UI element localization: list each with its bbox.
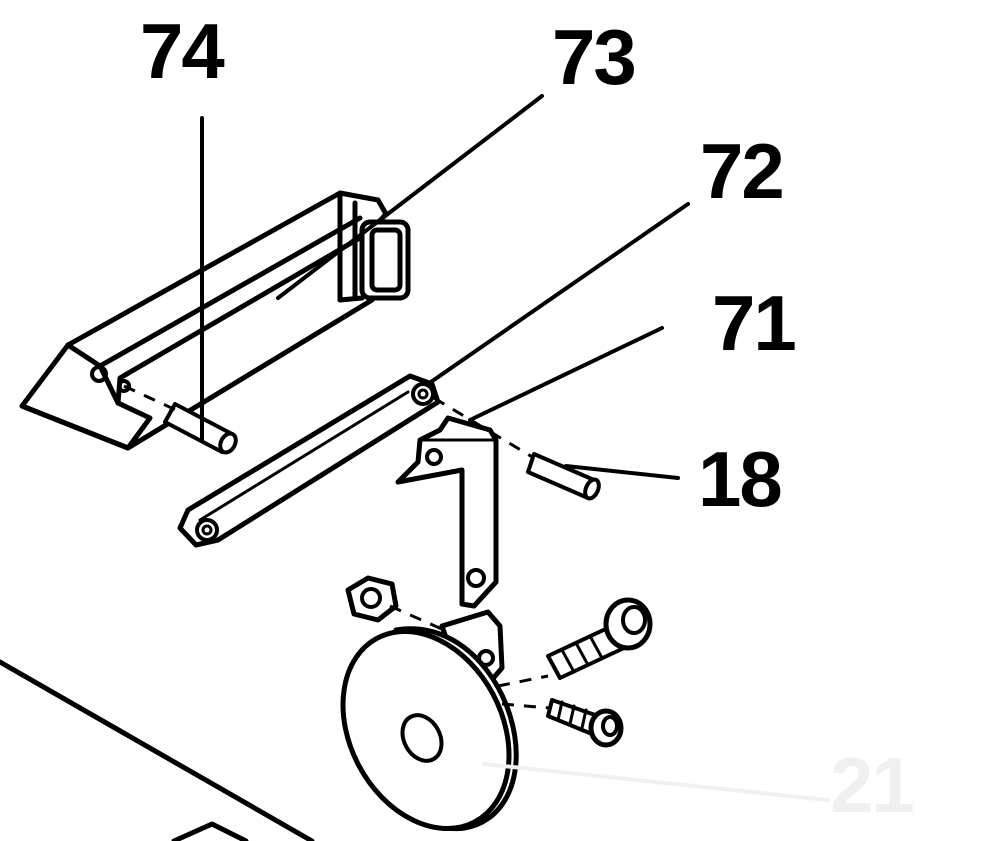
cap-screw-large xyxy=(546,597,653,680)
leader-18 xyxy=(564,464,680,480)
assembly-lines xyxy=(123,384,551,710)
leader-72 xyxy=(426,202,690,386)
leader-73 xyxy=(276,94,544,300)
cap-screw-small xyxy=(546,698,624,748)
leader-71 xyxy=(468,326,664,422)
part-21-disc xyxy=(340,609,519,832)
leader-lines xyxy=(200,94,830,802)
callout-21: 21 xyxy=(830,741,915,829)
callout-72: 72 xyxy=(700,127,785,215)
part-72-link-bar xyxy=(177,373,441,548)
part-71-lever xyxy=(395,415,499,609)
part-18-pin xyxy=(526,452,601,501)
base-outline xyxy=(0,659,315,841)
callout-18: 18 xyxy=(698,435,783,523)
leader-21 xyxy=(482,762,830,802)
callout-74: 74 xyxy=(140,7,225,95)
part-74-pin xyxy=(163,402,238,455)
callout-73: 73 xyxy=(552,13,637,101)
hex-nut xyxy=(345,575,399,623)
callout-71: 71 xyxy=(712,279,797,367)
